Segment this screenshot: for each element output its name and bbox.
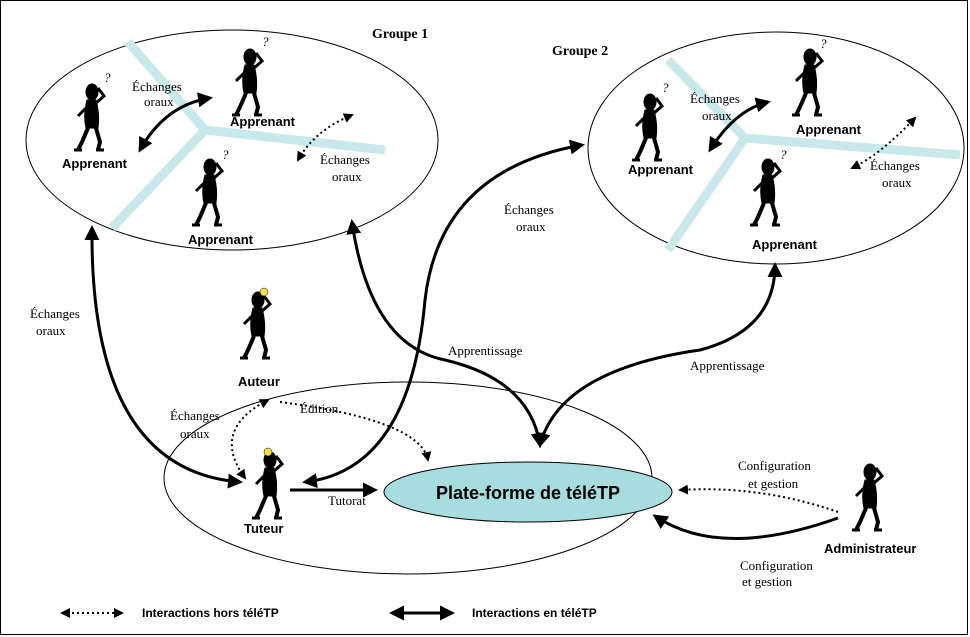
echanges-label: oraux: [144, 94, 174, 109]
question-mark: ?: [820, 36, 827, 51]
group1-ellipse: [25, 29, 439, 251]
apprenant-label: Apprenant: [230, 114, 296, 129]
dotted-arrow: [297, 113, 354, 162]
config-label: Configuration: [740, 558, 813, 573]
echanges-label: Échanges: [132, 79, 182, 94]
apprenant-figure: [748, 157, 782, 227]
solid-arrow: [708, 97, 771, 153]
solid-arrow: [138, 92, 213, 153]
echanges-label: Échanges: [30, 306, 80, 321]
apprenant-label: Apprenant: [752, 237, 818, 252]
echanges-label: oraux: [332, 169, 362, 184]
solid-arrow-group2-platform: [535, 262, 783, 448]
solid-arrow-config: [652, 514, 839, 540]
apprenant-label: Apprenant: [628, 162, 694, 177]
echanges-label: Échanges: [320, 152, 370, 167]
tuteur-label: Tuteur: [244, 521, 283, 536]
group1-title: Groupe 1: [372, 27, 428, 42]
echanges-label: oraux: [36, 323, 66, 338]
config-label: et gestion: [748, 476, 799, 491]
edition-label: Édition: [300, 401, 339, 416]
legend: Interactions hors téléTP Interactions en…: [60, 605, 597, 621]
group2-title: Groupe 2: [552, 44, 608, 59]
question-mark: ?: [222, 147, 229, 162]
dotted-arrow-edition: [279, 401, 432, 462]
legend-solid-label: Interactions en téléTP: [472, 606, 597, 620]
question-mark: ?: [662, 80, 669, 95]
dotted-arrow-auteur-tuteur: [230, 399, 270, 480]
platform-label: Plate-forme de téléTP: [436, 483, 620, 503]
echanges-label: Échanges: [170, 408, 220, 423]
question-mark: ?: [780, 147, 787, 162]
question-mark: ?: [262, 34, 269, 49]
tutorat-label: Tutorat: [328, 493, 366, 508]
administrateur-figure: [850, 462, 884, 532]
tuteur-figure: [250, 450, 284, 520]
solid-arrow-group2-tuteur: [302, 139, 585, 489]
echanges-label: Échanges: [690, 91, 740, 106]
apprenant-label: Apprenant: [796, 122, 862, 137]
apprenant-label: Apprenant: [188, 232, 254, 247]
apprenant-figure: [72, 82, 106, 152]
apprentissage-label: Apprentissage: [448, 343, 523, 358]
echanges-label: oraux: [180, 426, 210, 441]
echanges-label: Échanges: [870, 158, 920, 173]
legend-dotted-label: Interactions hors téléTP: [142, 606, 279, 620]
solid-arrow-group1-platform: [346, 219, 546, 448]
dotted-arrow: [850, 116, 917, 170]
auteur-label: Auteur: [238, 374, 280, 389]
config-label: et gestion: [742, 574, 793, 589]
auteur-figure: [238, 290, 272, 360]
administrateur-label: Administrateur: [824, 541, 916, 556]
apprenant-label: Apprenant: [62, 156, 128, 171]
apprentissage-label: Apprentissage: [690, 358, 765, 373]
apprenant-figure: [630, 92, 664, 162]
dotted-arrow-config: [678, 484, 839, 513]
idea-bulb-icon: [263, 447, 273, 457]
config-label: Configuration: [738, 458, 811, 473]
apprenant-figure: [230, 47, 264, 117]
echanges-label: oraux: [882, 175, 912, 190]
idea-bulb-icon: [259, 287, 269, 297]
apprenant-figure: [190, 157, 224, 227]
echanges-label: oraux: [702, 108, 732, 123]
apprenant-figure: [790, 47, 824, 117]
echanges-label: oraux: [516, 219, 546, 234]
echanges-label: Échanges: [504, 202, 554, 217]
solid-arrow-group1-tuteur: [84, 225, 243, 489]
question-mark: ?: [104, 70, 111, 85]
